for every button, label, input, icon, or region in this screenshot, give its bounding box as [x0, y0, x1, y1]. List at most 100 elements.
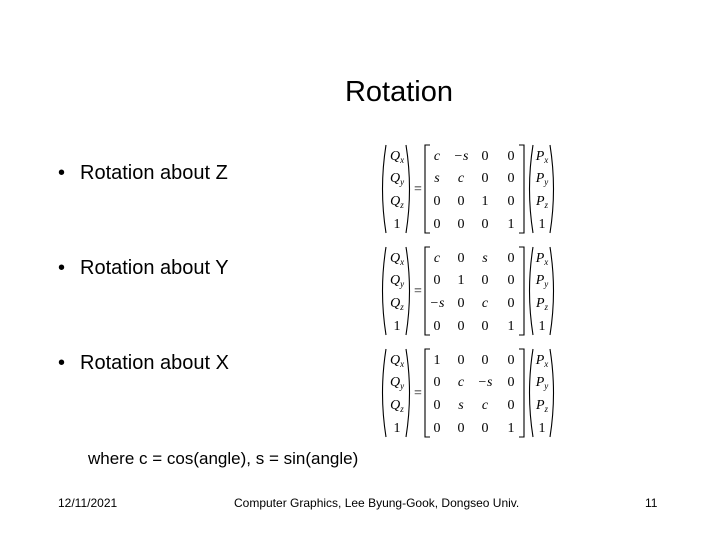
rhs-close-paren [549, 246, 555, 336]
equals-sign: = [414, 284, 422, 299]
matrix-cell: c [482, 398, 489, 413]
footer-date: 12/11/2021 [58, 496, 118, 510]
matrix-cell: 0 [458, 217, 465, 232]
matrix-cell: 0 [458, 296, 465, 311]
rhs-vector-entry: 1 [539, 217, 546, 232]
footer-page-number: 11 [645, 496, 658, 510]
rhs-vector-entry: Py [535, 171, 549, 187]
equals-sign: = [414, 386, 422, 401]
matrix-cell: −s [430, 296, 445, 311]
matrix-cell: 1 [508, 319, 515, 334]
rhs-vector-entry: Py [535, 273, 549, 289]
rhs-vector-entry: Px [535, 353, 549, 369]
matrix-cell: 0 [458, 319, 465, 334]
matrix-cell: c [434, 149, 441, 164]
rhs-open-paren [528, 246, 534, 336]
bullet-label: Rotation about Z [80, 162, 228, 184]
matrix-cell: 0 [434, 319, 441, 334]
matrix-cell: 0 [458, 421, 465, 436]
matrix-cell: 0 [508, 149, 515, 164]
rhs-vector-entry: Py [535, 375, 549, 391]
matrix-cell: 0 [508, 194, 515, 209]
bullet-rotation-z: • Rotation about Z [58, 162, 228, 185]
bullet-label: Rotation about Y [80, 257, 229, 279]
matrix-cell: c [458, 375, 465, 390]
matrix-cell: 0 [508, 273, 515, 288]
matrix-cell: c [458, 171, 465, 186]
lhs-close-paren [405, 144, 411, 234]
equals-sign: = [414, 182, 422, 197]
lhs-open-paren [381, 144, 387, 234]
matrix-cell: 1 [482, 194, 489, 209]
matrix-cell: 1 [458, 273, 465, 288]
bullet-rotation-x: •Rotation about X [58, 352, 229, 375]
lhs-vector-entry: Qz [390, 194, 404, 210]
matrix-cell: 0 [434, 375, 441, 390]
matrix-cell: 0 [434, 273, 441, 288]
matrix-cell: 1 [434, 353, 441, 368]
bullet-dot-icon: • [58, 257, 66, 279]
matrix-cell: 0 [482, 149, 489, 164]
matrix-cell: 0 [508, 251, 515, 266]
lhs-vector-entry: Qz [390, 398, 404, 414]
rhs-vector-entry: Px [535, 251, 549, 267]
matrix-cell: 0 [482, 171, 489, 186]
matrix-cell: −s [478, 375, 493, 390]
rhs-vector-entry: Pz [535, 398, 549, 414]
lhs-vector-entry: 1 [394, 421, 401, 436]
rhs-vector-entry: Pz [535, 296, 549, 312]
rhs-open-paren [528, 144, 534, 234]
matrix-cell: s [458, 398, 464, 413]
matrix-cell: c [434, 251, 441, 266]
matrix-cell: 0 [482, 273, 489, 288]
matrix-cell: 0 [434, 421, 441, 436]
lhs-vector-entry: Qx [390, 353, 404, 369]
matrix-open-bracket [424, 348, 430, 438]
matrix-cell: 0 [482, 217, 489, 232]
lhs-vector-entry: Qx [390, 251, 404, 267]
slide-title: Rotation [0, 76, 720, 109]
matrix-cell: 0 [508, 296, 515, 311]
rhs-open-paren [528, 348, 534, 438]
matrix-cell: 0 [434, 398, 441, 413]
matrix-cell: 0 [482, 353, 489, 368]
matrix-cell: 0 [482, 421, 489, 436]
rhs-vector-entry: Px [535, 149, 549, 165]
lhs-vector-entry: Qx [390, 149, 404, 165]
matrix-cell: 0 [482, 319, 489, 334]
lhs-vector-entry: Qz [390, 296, 404, 312]
matrix-cell: 0 [508, 353, 515, 368]
lhs-vector-entry: 1 [394, 319, 401, 334]
matrix-cell: −s [454, 149, 469, 164]
matrix-cell: 1 [508, 421, 515, 436]
matrix-cell: s [434, 171, 440, 186]
definition-note: where c = cos(angle), s = sin(angle) [88, 449, 359, 468]
bullet-dot-icon: • [58, 352, 66, 374]
lhs-close-paren [405, 246, 411, 336]
matrix-close-bracket [519, 144, 525, 234]
lhs-close-paren [405, 348, 411, 438]
title-text: Rotation [344, 76, 453, 108]
rhs-vector-entry: Pz [535, 194, 549, 210]
matrix-cell: s [482, 251, 488, 266]
bullet-dot-icon: • [58, 162, 66, 184]
matrix-open-bracket [424, 246, 430, 336]
lhs-vector-entry: Qy [390, 171, 404, 187]
rhs-close-paren [549, 144, 555, 234]
matrix-close-bracket [519, 246, 525, 336]
matrix-cell: 0 [434, 217, 441, 232]
matrix-close-bracket [519, 348, 525, 438]
matrix-cell: 0 [434, 194, 441, 209]
matrix-cell: c [482, 296, 489, 311]
matrix-cell: 0 [508, 398, 515, 413]
matrix-cell: 0 [458, 194, 465, 209]
matrix-open-bracket [424, 144, 430, 234]
matrix-cell: 0 [458, 353, 465, 368]
footer-text: Computer Graphics, Lee Byung-Gook, Dongs… [234, 496, 520, 510]
lhs-vector-entry: 1 [394, 217, 401, 232]
